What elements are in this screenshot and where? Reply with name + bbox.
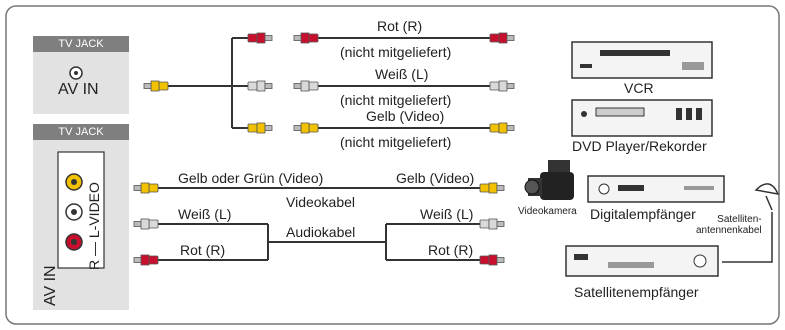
white-cable-label: Weiß (L): [375, 66, 429, 82]
video-right-label: Gelb (Video): [396, 170, 475, 186]
vcr-icon: [571, 41, 713, 79]
digital-receiver-label: Digitalempfänger: [590, 206, 696, 222]
vertical-av-in-label: AV IN: [42, 265, 59, 306]
vertical-channels-label: R — L-VIDEO: [86, 182, 102, 270]
video-left-label: Gelb oder Grün (Video): [178, 170, 324, 186]
red-cable-note: (nicht mitgeliefert): [340, 44, 452, 60]
satellite-antenna-cable: [722, 212, 773, 263]
tv-jack-top-tag: TV JACK: [58, 38, 104, 50]
audio-cable-label: Audiokabel: [286, 224, 356, 240]
white-left-label: Weiß (L): [178, 206, 232, 222]
satellite-receiver-icon: [565, 245, 719, 277]
yellow-cable-note: (nicht mitgeliefert): [340, 134, 452, 150]
camcorder-label: Videokamera: [518, 206, 577, 217]
video-cable-label: Videokabel: [286, 194, 356, 210]
red-right-label: Rot (R): [428, 242, 474, 258]
top-wires: [168, 37, 490, 129]
dvd-player-icon: [571, 99, 713, 137]
white-right-label: Weiß (L): [420, 206, 474, 222]
red-cable-label: Rot (R): [377, 18, 423, 34]
satellite-cable-label: Satelliten- antennenkabel: [696, 214, 762, 236]
vcr-label: VCR: [624, 80, 654, 96]
camcorder-icon: [524, 160, 574, 200]
satellite-dish-icon: [754, 183, 780, 211]
yellow-cable-label: Gelb (Video): [366, 108, 445, 124]
white-cable-note: (nicht mitgeliefert): [340, 92, 452, 108]
digital-receiver-icon: [587, 175, 725, 203]
red-left-label: Rot (R): [180, 242, 226, 258]
bottom-wires: [158, 187, 480, 261]
tv-jack-bottom-tag: TV JACK: [58, 126, 104, 138]
dvd-label: DVD Player/Rekorder: [572, 138, 707, 154]
av-in-label: AV IN: [58, 81, 99, 98]
satellite-receiver-label: Satellitenempfänger: [574, 284, 699, 300]
